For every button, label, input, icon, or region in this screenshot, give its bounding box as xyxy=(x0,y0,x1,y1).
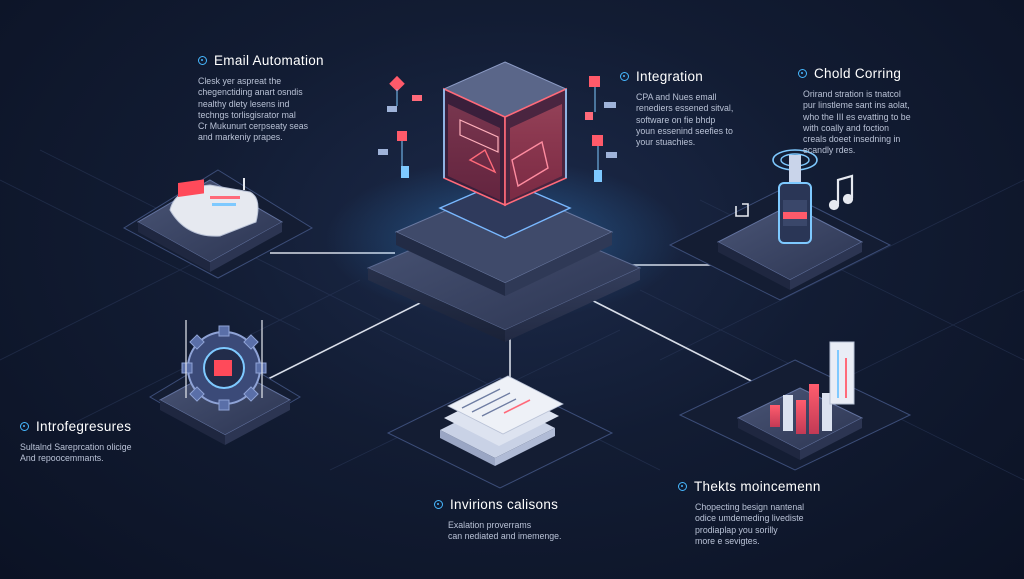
bullet-dot-icon xyxy=(620,72,629,81)
bullet-dot-icon xyxy=(198,56,207,65)
thekts-block: Thekts moincemenn Chopecting besign nant… xyxy=(678,479,848,547)
folder-icon xyxy=(735,203,749,217)
introfegresures-heading: Introfegresures xyxy=(20,419,170,434)
invirions-title: Invirions calisons xyxy=(450,497,559,512)
thekts-platform xyxy=(678,359,912,471)
server-cube-icon xyxy=(442,61,568,207)
email-automation-icon xyxy=(169,178,259,237)
email-automation-description: Clesk yer aspreat the chegenctiding anar… xyxy=(198,76,309,143)
introfegresures-description: Sultalnd Sareprcation olicige And repooc… xyxy=(20,442,132,464)
email-automation-block: Email Automation Clesk yer aspreat the c… xyxy=(198,53,358,144)
thekts-heading: Thekts moincemenn xyxy=(678,479,848,494)
integration-heading: Integration xyxy=(620,69,770,84)
integration-description: CPA and Nues emall renediers essened sit… xyxy=(636,92,734,148)
integration-block: Integration CPA and Nues emall renediers… xyxy=(620,69,770,148)
bullet-dot-icon xyxy=(678,482,687,491)
invirions-description: Exalation proverrams can nediated and im… xyxy=(448,520,562,542)
music-note-icon xyxy=(828,174,854,211)
bullet-dot-icon xyxy=(798,69,807,78)
email-automation-heading: Email Automation xyxy=(198,53,358,68)
bullet-dot-icon xyxy=(20,422,29,431)
introfegresures-block: Introfegresures Sultalnd Sareprcation ol… xyxy=(20,419,170,465)
thekts-title: Thekts moincemenn xyxy=(694,479,821,494)
bottle-icon xyxy=(772,149,818,244)
chold-corring-block: Chold Corring Orirand stration is tnatco… xyxy=(798,66,958,157)
introfegresures-title: Introfegresures xyxy=(36,419,132,434)
floating-nodes-left xyxy=(378,75,422,178)
gear-icon xyxy=(181,320,267,411)
chold-corring-description: Orirand stration is tnatcol pur linstlem… xyxy=(803,89,911,156)
bullet-dot-icon xyxy=(434,500,443,509)
thekts-description: Chopecting besign nantenal odice umdemed… xyxy=(695,502,805,546)
center-platform-stack xyxy=(366,179,642,342)
email-automation-title: Email Automation xyxy=(214,53,324,68)
invirions-heading: Invirions calisons xyxy=(434,497,594,512)
chold-corring-title: Chold Corring xyxy=(814,66,902,81)
floating-nodes-right xyxy=(585,76,617,182)
chold-corring-heading: Chold Corring xyxy=(798,66,958,81)
invirions-block: Invirions calisons Exalation proverrams … xyxy=(434,497,594,543)
document-stack-icon xyxy=(440,375,564,466)
bar-chart-icon xyxy=(770,341,855,434)
integration-title: Integration xyxy=(636,69,704,84)
